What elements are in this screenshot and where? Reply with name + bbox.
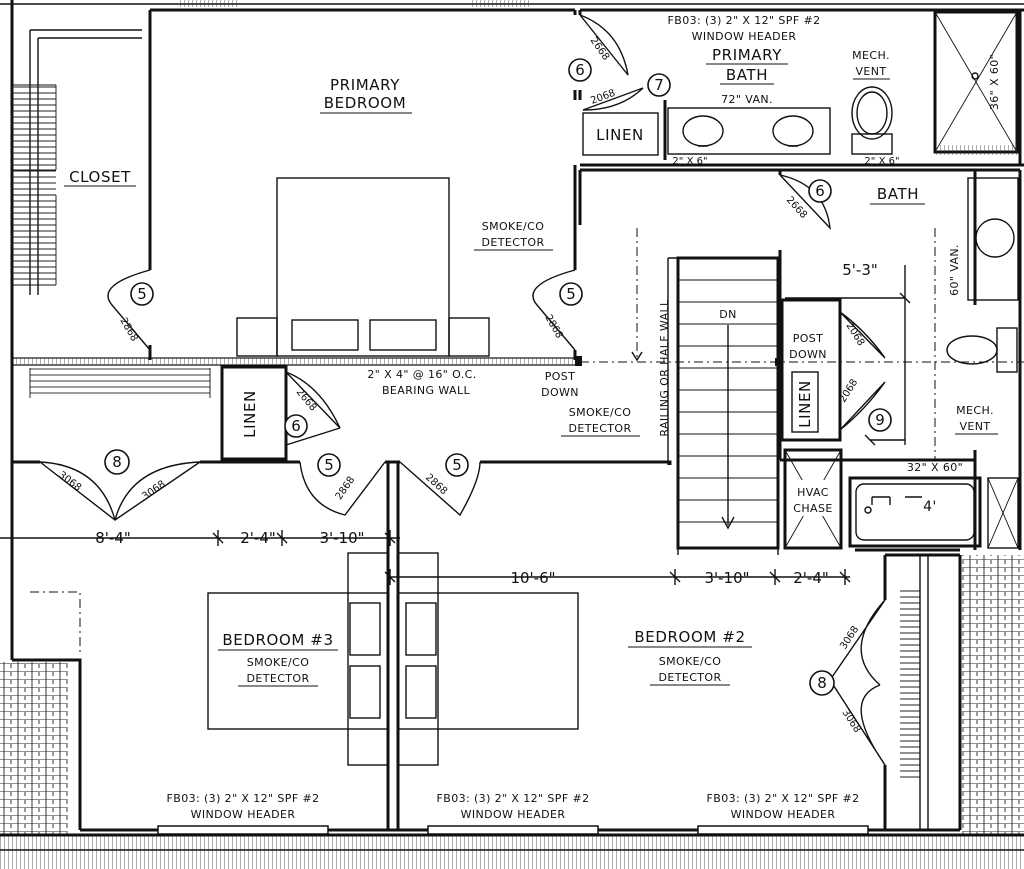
bearing-wall-label-1: 2" X 4" @ 16" O.C. bbox=[367, 368, 476, 381]
bottom-band bbox=[0, 836, 1024, 869]
mech-vent-top-1: MECH. bbox=[852, 49, 890, 62]
door-tag-5a: 5 bbox=[137, 285, 147, 303]
bedroom-3: BEDROOM #3 SMOKE/CO DETECTOR bbox=[207, 552, 389, 766]
smoke-hall-2: DETECTOR bbox=[569, 422, 632, 435]
door-tag-6b: 6 bbox=[815, 182, 825, 200]
header-top-1: FB03: (3) 2" X 12" SPF #2 bbox=[668, 14, 821, 27]
tub-length: 4' bbox=[923, 499, 937, 515]
linen-bath-label: LINEN bbox=[796, 380, 814, 428]
bedroom3-label: BEDROOM #3 bbox=[222, 631, 333, 649]
smoke-label-1: SMOKE/CO bbox=[482, 220, 545, 233]
staircase: DN RAILING OR HALF WALL bbox=[631, 228, 780, 555]
door-3068-closet-2: 3068 bbox=[839, 708, 862, 735]
smoke-bed2-2: DETECTOR bbox=[659, 671, 722, 684]
bath-label: BATH bbox=[877, 185, 919, 203]
door-tag-6c: 6 bbox=[291, 417, 301, 435]
smoke-hall-1: SMOKE/CO bbox=[569, 406, 632, 419]
shower-size: 36" X 60" bbox=[988, 54, 1001, 110]
dim-8-4: 8'-4" bbox=[95, 529, 131, 547]
stud-label-1: 2" X 6" bbox=[672, 156, 707, 167]
primary-bath: FB03: (3) 2" X 12" SPF #2 WINDOW HEADER … bbox=[568, 8, 1024, 167]
bed-primary bbox=[276, 177, 450, 357]
door-tag-5c: 5 bbox=[324, 456, 334, 474]
primary-bedroom-label-1: PRIMARY bbox=[330, 76, 400, 94]
door-linen-size: 2068 bbox=[589, 88, 617, 107]
primary-bedroom: PRIMARY BEDROOM SMOKE/CO DETECTOR bbox=[236, 76, 553, 357]
post-down-1: POST bbox=[545, 370, 576, 383]
hvac-label-2: CHASE bbox=[793, 502, 832, 515]
header-top-2: WINDOW HEADER bbox=[692, 30, 797, 43]
roof-shingles-right bbox=[962, 555, 1024, 835]
header-b2-1: FB03: (3) 2" X 12" SPF #2 bbox=[437, 792, 590, 805]
primary-bedroom-label-2: BEDROOM bbox=[324, 94, 407, 112]
mech-vent-top-2: VENT bbox=[855, 65, 886, 78]
louver-lower bbox=[30, 368, 210, 398]
roof-shingles-left bbox=[0, 662, 68, 834]
dim-3-10b: 3'-10" bbox=[704, 569, 749, 587]
bearing-wall-label-2: BEARING WALL bbox=[382, 384, 470, 397]
stairs-dn-label: DN bbox=[719, 308, 737, 321]
door-tag-8a: 8 bbox=[112, 453, 122, 471]
door-tag-8b: 8 bbox=[817, 674, 827, 692]
door-3068-closet-1: 3068 bbox=[838, 624, 861, 651]
bath: BATH 2668 6 60" VAN. MECH. VENT 32" X 60… bbox=[578, 168, 1022, 550]
door-closet-size: 2868 bbox=[117, 316, 139, 344]
header-b1-1: FB03: (3) 2" X 12" SPF #2 bbox=[167, 792, 320, 805]
mech-vent-1: MECH. bbox=[956, 404, 994, 417]
hvac-label-1: HVAC bbox=[797, 486, 829, 499]
door-tag-9: 9 bbox=[875, 411, 885, 429]
closet-label: CLOSET bbox=[69, 168, 131, 186]
header-b3-2: WINDOW HEADER bbox=[731, 808, 836, 821]
door-bedroom-size: 2868 bbox=[542, 313, 564, 341]
post-down-r2: DOWN bbox=[789, 348, 827, 361]
primary-bath-label-2: BATH bbox=[726, 66, 768, 84]
door-3068-left: 3068 bbox=[56, 470, 83, 494]
door-tag-7: 7 bbox=[654, 76, 664, 94]
door-tag-6a: 6 bbox=[575, 61, 585, 79]
railing-label: RAILING OR HALF WALL bbox=[658, 299, 671, 437]
smoke-bed2-1: SMOKE/CO bbox=[659, 655, 722, 668]
door-bath-size: 2668 bbox=[784, 195, 809, 221]
header-b1-2: WINDOW HEADER bbox=[191, 808, 296, 821]
closet: CLOSET bbox=[12, 29, 142, 295]
van72-label: 72" VAN. bbox=[721, 93, 773, 106]
door-3068-right: 3068 bbox=[140, 479, 167, 503]
smoke-bed3-2: DETECTOR bbox=[247, 672, 310, 685]
primary-bath-label-1: PRIMARY bbox=[712, 46, 782, 64]
smoke-label-2: DETECTOR bbox=[482, 236, 545, 249]
dim-3-10a: 3'-10" bbox=[319, 529, 364, 547]
post-down-r1: POST bbox=[793, 332, 824, 345]
bearing-wall bbox=[11, 357, 579, 366]
van60-label: 60" VAN. bbox=[948, 244, 961, 296]
linen-hall-label: LINEN bbox=[241, 390, 259, 438]
door-tag-5b: 5 bbox=[566, 285, 576, 303]
header-b3-1: FB03: (3) 2" X 12" SPF #2 bbox=[707, 792, 860, 805]
smoke-bed3-1: SMOKE/CO bbox=[247, 656, 310, 669]
dim-10-6: 10'-6" bbox=[510, 569, 555, 587]
bedroom2-label: BEDROOM #2 bbox=[634, 628, 745, 646]
dim-2-4a: 2'-4" bbox=[240, 529, 276, 547]
dim-5-3: 5'-3" bbox=[842, 261, 878, 279]
door-tag-5d: 5 bbox=[452, 456, 462, 474]
stud-label-2: 2" X 6" bbox=[864, 156, 899, 167]
mech-vent-2: VENT bbox=[959, 420, 990, 433]
bedroom-2: BEDROOM #2 SMOKE/CO DETECTOR bbox=[397, 552, 752, 766]
dim-2-4b: 2'-4" bbox=[793, 569, 829, 587]
tub-size: 32" X 60" bbox=[907, 461, 963, 474]
header-b2-2: WINDOW HEADER bbox=[461, 808, 566, 821]
linen-top-label: LINEN bbox=[596, 126, 644, 144]
post-down-2: DOWN bbox=[541, 386, 579, 399]
door-bed3-size: 2868 bbox=[334, 475, 358, 502]
